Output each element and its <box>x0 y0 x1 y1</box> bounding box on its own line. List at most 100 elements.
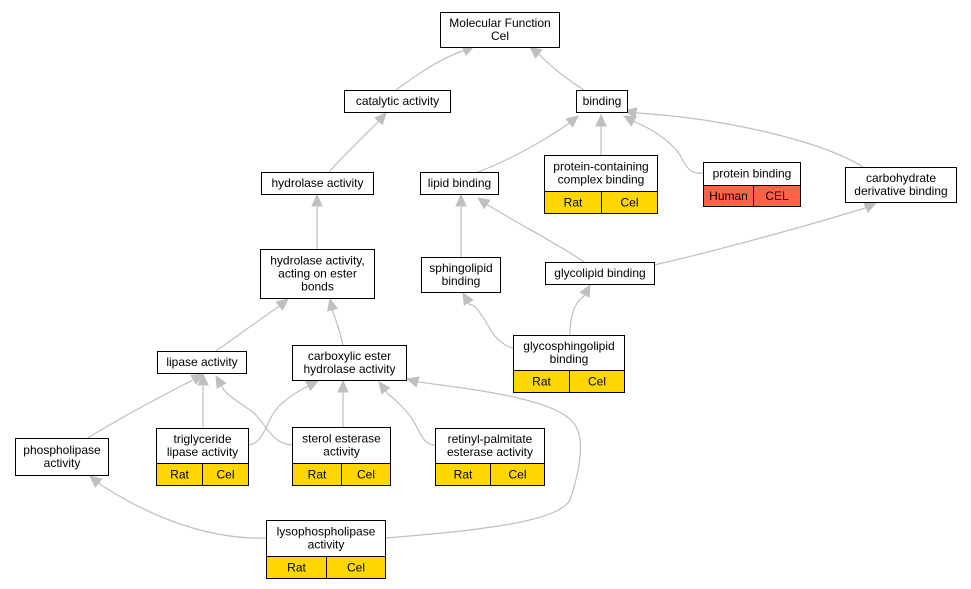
node-label: sphingolipid <box>429 261 492 275</box>
node-glycolipid-binding[interactable]: glycolipid binding <box>545 262 655 285</box>
annotation-label: Rat <box>454 468 473 482</box>
annotation-label: Cel <box>357 468 375 482</box>
node-box <box>260 249 375 299</box>
node-label: glycosphingolipid <box>523 339 614 353</box>
node-box <box>576 90 628 113</box>
edge-glycolipid-binding-to-lipid-binding <box>477 197 585 263</box>
node-label: sterol esterase <box>302 432 381 446</box>
edge-hydrolase-activity-ester-to-hydrolase-activity <box>311 193 323 249</box>
annotation-cell <box>202 463 249 486</box>
annotation-label: CEL <box>765 189 789 203</box>
annotation-label: Rat <box>170 468 189 482</box>
node-box <box>545 262 655 285</box>
node-lipid-binding[interactable]: lipid binding <box>420 172 499 195</box>
edge-protein-binding-to-binding <box>622 115 704 174</box>
annotation-cell <box>753 185 801 207</box>
annotation-cell <box>341 463 391 486</box>
node-label: esterase activity <box>447 445 533 459</box>
node-label: retinyl-palmitate <box>448 432 533 446</box>
edge-sterol-esterase-activity-to-carboxylic-ester-hydrolase-activity <box>337 379 349 427</box>
edge-retinyl-palmitate-esterase-activity-to-carboxylic-ester-hydrolase-activity <box>378 381 436 446</box>
edge-phospholipase-activity-to-lipase-activity <box>87 373 205 439</box>
edge-glycolipid-binding-to-carbohydrate-derivative-binding <box>653 202 878 266</box>
annotation-cell <box>490 463 545 486</box>
annotation-label: Cel <box>347 561 365 575</box>
node-label: binding <box>442 274 481 288</box>
node-label: hydrolase activity <box>303 362 395 376</box>
edge-binding-to-molecular-function <box>529 46 585 91</box>
annotation-cell <box>569 370 625 393</box>
node-box <box>845 167 957 203</box>
node-label: lipid binding <box>428 176 491 190</box>
node-label: activity <box>44 456 81 470</box>
node-label: bonds <box>301 280 334 294</box>
node-label: complex binding <box>558 173 645 187</box>
edge-triglyceride-lipase-activity-to-lipase-activity <box>197 372 209 428</box>
edge-lipase-activity-to-hydrolase-activity-ester <box>215 298 289 352</box>
edge-glycosphingolipid-binding-to-glycolipid-binding <box>569 283 591 336</box>
node-label: derivative binding <box>854 184 947 198</box>
node-hydrolase-activity[interactable]: hydrolase activity <box>261 172 374 195</box>
node-box <box>440 12 560 48</box>
edge-protein-containing-complex-binding-to-binding <box>595 113 607 155</box>
node-box <box>292 345 407 381</box>
node-label: Molecular Function <box>449 16 550 30</box>
node-label: protein binding <box>713 167 792 181</box>
edge-sterol-esterase-activity-to-lipase-activity <box>215 374 293 446</box>
node-box <box>261 172 374 195</box>
node-label: phospholipase <box>23 443 101 457</box>
node-box <box>15 438 109 476</box>
node-catalytic-activity[interactable]: catalytic activity <box>344 90 451 113</box>
node-label: triglyceride <box>173 432 231 446</box>
node-label: binding <box>583 94 622 108</box>
node-label: protein-containing <box>553 160 648 174</box>
node-label: activity <box>323 445 360 459</box>
edge-carboxylic-ester-hydrolase-activity-to-hydrolase-activity-ester <box>326 297 344 346</box>
edges-layer <box>87 45 878 539</box>
node-label: catalytic activity <box>356 94 439 108</box>
node-lipase-activity[interactable]: lipase activity <box>157 351 247 374</box>
annotation-label: Cel <box>216 468 234 482</box>
annotation-label: Cel <box>588 375 606 389</box>
annotation-label: Rat <box>532 375 551 389</box>
node-label: lipase activity <box>167 445 238 459</box>
edge-lipid-binding-to-binding <box>477 115 579 173</box>
annotation-label: Rat <box>287 561 306 575</box>
node-label: lipase activity <box>166 355 237 369</box>
annotation-cell <box>601 191 658 214</box>
node-label: glycolipid binding <box>554 266 645 280</box>
annotation-label: Cel <box>620 196 638 210</box>
annotation-cell <box>326 556 386 579</box>
edge-catalytic-activity-to-molecular-function <box>395 45 476 91</box>
edge-lysophospholipase-activity-to-phospholipase-activity <box>89 475 267 539</box>
node-box <box>420 172 499 195</box>
node-label: carboxylic ester <box>308 349 391 363</box>
edge-hydrolase-activity-to-catalytic-activity <box>328 112 387 173</box>
node-label: lysophospholipase <box>277 525 376 539</box>
node-label: binding <box>550 352 589 366</box>
node-label: hydrolase activity, <box>270 254 364 268</box>
edge-triglyceride-lipase-activity-to-carboxylic-ester-hydrolase-activity <box>247 380 320 446</box>
node-binding[interactable]: binding <box>576 90 628 113</box>
node-box <box>157 351 247 374</box>
edge-sphingolipid-binding-to-lipid-binding <box>455 193 467 257</box>
node-label: acting on ester <box>278 267 357 281</box>
edge-carbohydrate-derivative-binding-to-binding <box>623 107 864 168</box>
node-label: Cel <box>491 29 509 43</box>
node-label: carbohydrate <box>866 171 936 185</box>
annotation-label: Rat <box>564 196 583 210</box>
